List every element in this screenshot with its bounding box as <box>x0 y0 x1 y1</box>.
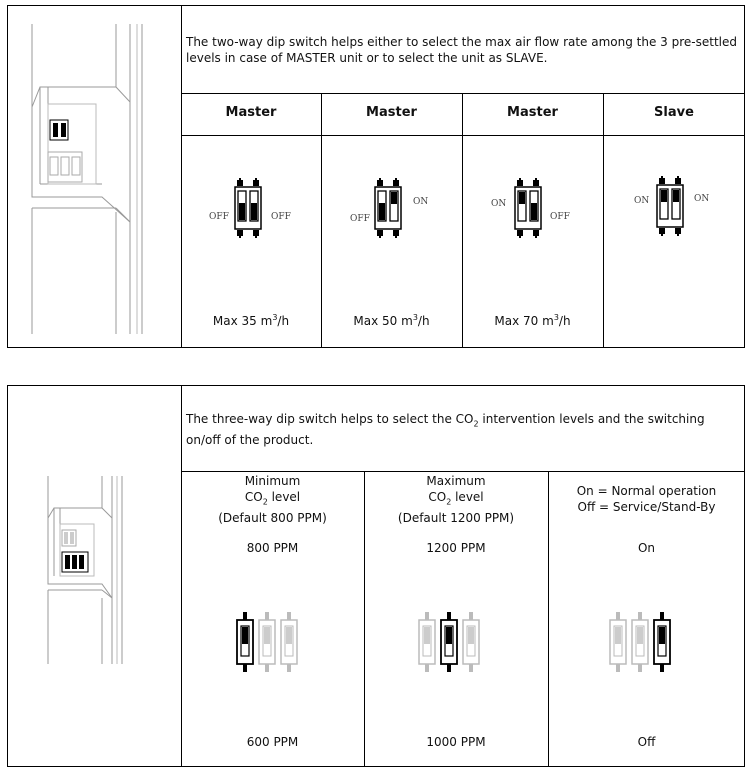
table-1-col-line <box>462 93 463 348</box>
table-1-col-line <box>321 93 322 348</box>
switch-label: OFF <box>550 212 570 222</box>
switch-label: OFF <box>350 214 370 224</box>
table-2-divider <box>181 385 182 767</box>
switch-label: ON <box>634 196 650 206</box>
table-1-value: Max 70 m3/h <box>494 313 571 328</box>
table-1-col-line <box>603 93 604 348</box>
table-2-header: On = Normal operation Off = Service/Stan… <box>576 484 717 514</box>
switch-label: ON <box>491 199 507 209</box>
table-1 <box>7 5 745 348</box>
table-2-description: The three-way dip switch helps to select… <box>186 412 705 448</box>
table-2-header: Maximum CO2 level (Default 1200 PPM) <box>397 474 515 526</box>
table-2-col-line <box>364 471 365 767</box>
product-drawing-icon <box>47 476 123 664</box>
table-1-header: Master <box>225 105 277 120</box>
dip-switch-two-way-icon <box>234 178 262 238</box>
dip-switch-three-way-icon <box>418 612 480 672</box>
dip-switch-three-way-icon <box>236 612 298 672</box>
switch-label: OFF <box>271 212 291 222</box>
table-2-header: Minimum CO2 level (Default 800 PPM) <box>218 474 327 526</box>
table-1-header: Master <box>507 105 558 120</box>
product-drawing-icon <box>31 24 143 334</box>
switch-label: OFF <box>209 212 229 222</box>
table-2-top-value: 1200 PPM <box>426 541 486 555</box>
table-2-bottom-value: Off <box>637 735 656 749</box>
table-1-row-line <box>181 135 745 136</box>
table-1-divider <box>181 5 182 348</box>
dip-switch-two-way-icon <box>656 176 684 236</box>
switch-label: ON <box>413 197 429 207</box>
table-1-value: Max 35 m3/h <box>212 313 290 328</box>
dip-switch-two-way-icon <box>514 178 542 238</box>
table-2-top-value: On <box>637 541 656 555</box>
table-2-bottom-value: 1000 PPM <box>426 735 486 749</box>
table-2 <box>7 385 745 767</box>
table-1-row-line <box>181 93 745 94</box>
dip-switch-three-way-icon <box>609 612 671 672</box>
switch-label: ON <box>694 194 710 204</box>
table-1-header: Master <box>366 105 417 120</box>
table-2-bottom-value: 600 PPM <box>246 735 299 749</box>
table-2-row-line <box>181 471 745 472</box>
table-1-description: The two-way dip switch helps either to s… <box>186 35 738 65</box>
table-2-top-value: 800 PPM <box>246 541 299 555</box>
table-1-value: Max 50 m3/h <box>353 313 430 328</box>
table-1-header: Slave <box>654 105 694 120</box>
dip-switch-two-way-icon <box>374 178 402 238</box>
table-2-col-line <box>548 471 549 767</box>
